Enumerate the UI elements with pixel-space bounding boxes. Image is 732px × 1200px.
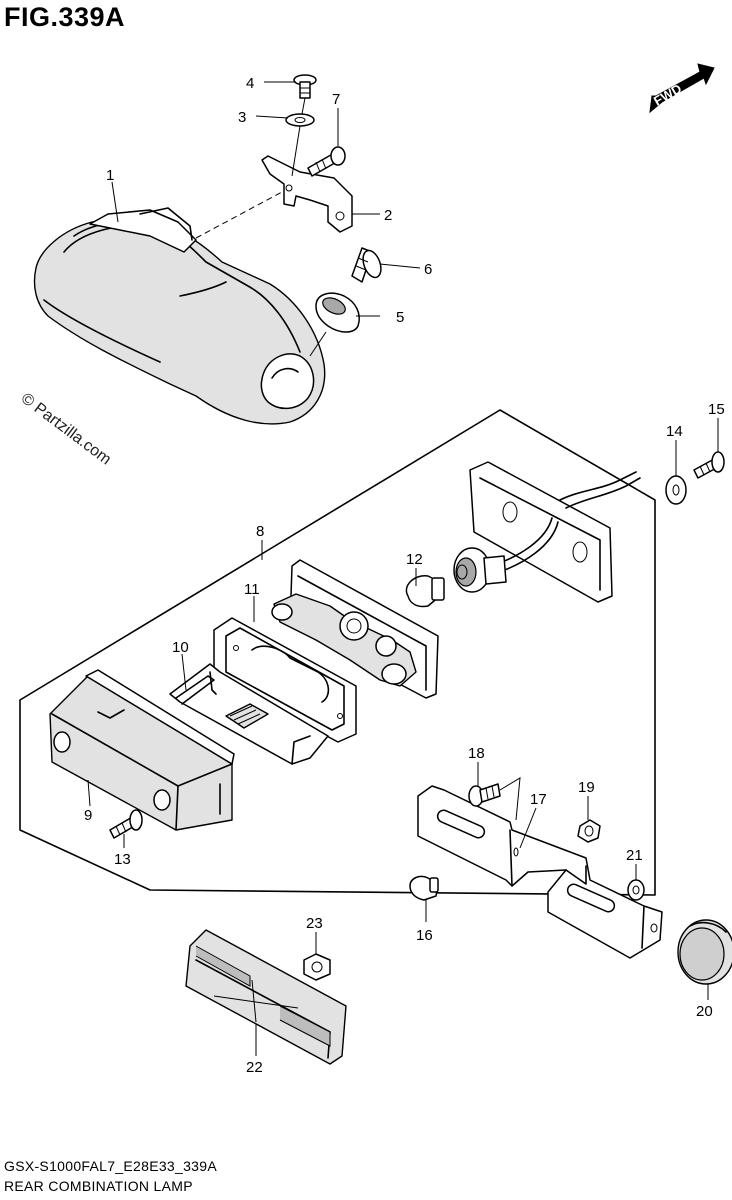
figure-model-code: GSX-S1000FAL7_E28E33_339A bbox=[4, 1158, 217, 1174]
callout-2: 2 bbox=[384, 207, 392, 224]
callout-1: 1 bbox=[106, 167, 114, 184]
lamp-base-plate bbox=[469, 461, 641, 603]
callout-14: 14 bbox=[666, 423, 683, 440]
part-21-washer bbox=[627, 879, 645, 901]
callout-22: 22 bbox=[246, 1059, 263, 1076]
figure-name: REAR COMBINATION LAMP bbox=[4, 1178, 193, 1194]
callout-11: 11 bbox=[244, 581, 260, 598]
part-18-screw bbox=[468, 777, 521, 821]
callout-15: 15 bbox=[708, 401, 725, 418]
part-23-nut bbox=[303, 953, 331, 981]
callout-19: 19 bbox=[578, 779, 595, 796]
callout-16: 16 bbox=[416, 927, 433, 944]
part-7-tapping-screw bbox=[307, 146, 346, 177]
lamp-unit bbox=[271, 559, 439, 699]
figure-title: FIG.339A bbox=[4, 2, 126, 32]
callout-21: 21 bbox=[626, 847, 643, 864]
callout-4: 4 bbox=[246, 75, 254, 92]
callout-20: 20 bbox=[696, 1003, 713, 1020]
callout-labels: 1 2 3 4 5 6 7 8 9 10 11 12 13 14 15 16 1… bbox=[84, 75, 725, 1076]
callout-3: 3 bbox=[238, 109, 246, 126]
part-16-bulb bbox=[409, 875, 439, 901]
part-5-grommet bbox=[309, 292, 360, 357]
callout-13: 13 bbox=[114, 851, 131, 868]
callout-23: 23 bbox=[306, 915, 323, 932]
leader-lines bbox=[87, 81, 719, 1056]
callout-17: 17 bbox=[530, 791, 547, 808]
part-22-rectangular-reflector bbox=[185, 929, 347, 1065]
part-1-lamp-housing bbox=[33, 207, 326, 425]
callout-12: 12 bbox=[406, 551, 423, 568]
callout-18: 18 bbox=[468, 745, 485, 762]
callout-10: 10 bbox=[172, 639, 189, 656]
fwd-arrow-icon: FWD bbox=[649, 63, 715, 114]
part-6-tapping-screw bbox=[351, 247, 382, 283]
part-4-screw bbox=[291, 74, 317, 177]
part-17-bracket bbox=[417, 785, 663, 959]
part-13-screw bbox=[109, 809, 143, 839]
callout-8: 8 bbox=[256, 523, 264, 540]
part-12-bulb bbox=[405, 575, 445, 608]
callout-5: 5 bbox=[396, 309, 404, 326]
callout-7: 7 bbox=[332, 91, 340, 108]
part-8-assembly-outline bbox=[19, 409, 656, 896]
callout-9: 9 bbox=[84, 807, 92, 824]
part-14-washer bbox=[665, 475, 687, 505]
part-20-round-reflector bbox=[677, 919, 732, 985]
part-19-nut bbox=[577, 819, 601, 843]
part-15-screw bbox=[693, 451, 725, 479]
part-10-light-guide bbox=[169, 663, 329, 765]
part-3-washer bbox=[285, 113, 315, 127]
lamp-socket bbox=[453, 517, 559, 593]
part-2-bracket bbox=[261, 155, 353, 233]
part-9-lens bbox=[49, 669, 235, 831]
callout-6: 6 bbox=[424, 261, 432, 278]
